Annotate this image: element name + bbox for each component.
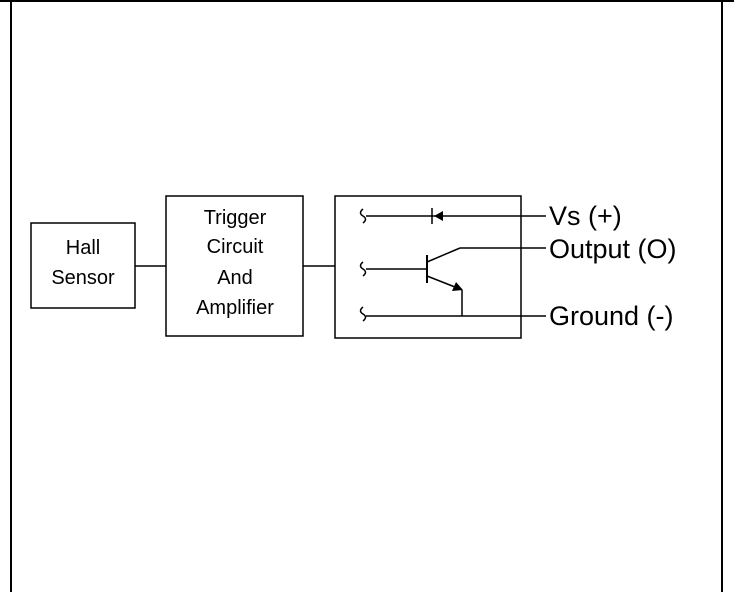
hall-sensor-label-line1: Hall	[66, 237, 100, 259]
trigger-label-line3: And	[217, 267, 253, 289]
hall-sensor-block: Hall Sensor	[30, 222, 136, 309]
ground-label: Ground (-)	[549, 301, 674, 331]
terminal-squiggle-ground	[359, 306, 367, 322]
vs-label: Vs (+)	[549, 201, 622, 231]
trigger-label-line1: Trigger	[204, 207, 267, 229]
hall-sensor-label-line2: Sensor	[51, 267, 115, 289]
terminal-squiggle-vs	[359, 208, 367, 224]
trigger-label-line4: Amplifier	[196, 297, 274, 319]
output-label: Output (O)	[549, 234, 677, 264]
terminal-squiggle-base	[359, 261, 367, 277]
trigger-label-line2: Circuit	[207, 236, 264, 258]
output-stage-block	[334, 195, 546, 339]
trigger-amplifier-block: Trigger Circuit And Amplifier	[165, 195, 304, 337]
